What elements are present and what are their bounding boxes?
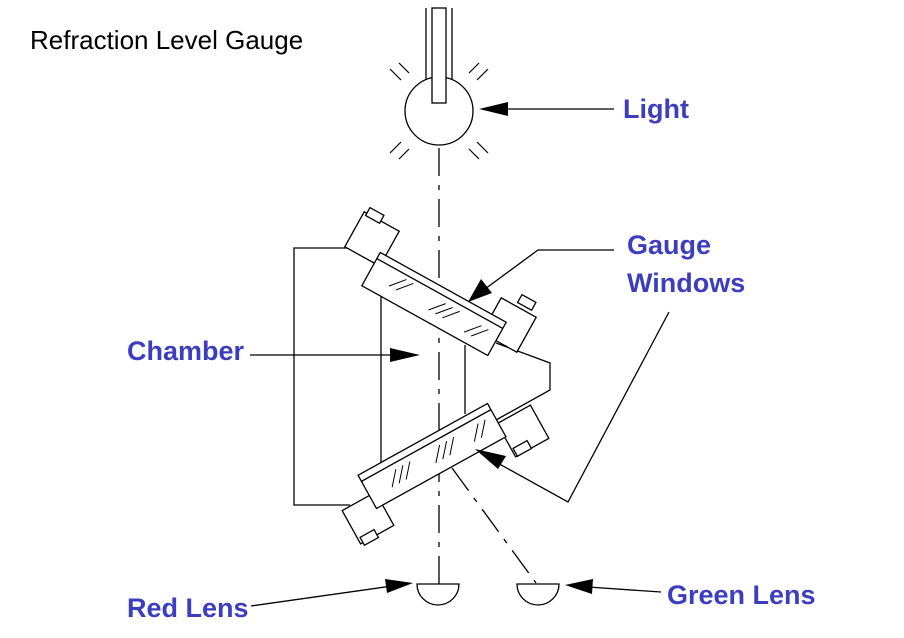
lower-gauge-window: [341, 402, 550, 547]
label-gauge-windows-line2: Windows: [627, 268, 745, 298]
upper-gauge-window: [343, 206, 538, 357]
label-light: Light: [623, 94, 689, 124]
label-gauge-windows-line1: Gauge: [627, 230, 711, 260]
light-path-refracted: [451, 467, 537, 584]
light-rays: [389, 62, 489, 160]
red-lens: [416, 583, 460, 606]
label-red-lens: Red Lens: [127, 593, 249, 623]
chamber-leader: [250, 348, 420, 362]
chamber-body: [293, 247, 551, 506]
label-chamber: Chamber: [127, 336, 245, 366]
gauge-windows-leader-lower: [475, 311, 670, 503]
light-leader: [479, 102, 614, 116]
gauge-windows-leader-upper: [468, 249, 614, 302]
label-green-lens: Green Lens: [667, 580, 816, 610]
light-bulb: [389, 7, 489, 160]
diagram-title: Refraction Level Gauge: [30, 25, 303, 55]
green-lens: [516, 583, 560, 606]
green-lens-leader: [565, 579, 662, 594]
red-lens-leader: [250, 579, 413, 607]
